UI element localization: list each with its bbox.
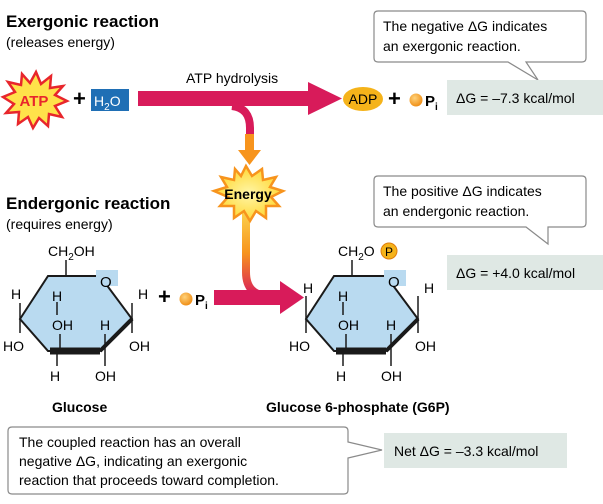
phosphorylation-arrow [214, 281, 304, 314]
energy-down-arrow-icon [238, 134, 261, 165]
svg-text:H: H [303, 280, 313, 296]
atp-hydrolysis-arrow [138, 82, 342, 138]
phosphate-circle-icon [179, 292, 193, 306]
h2o-h: H [94, 93, 104, 109]
coupled-line2: negative ΔG, indicating an exergonic [19, 453, 247, 469]
phosphate-circle-icon [409, 93, 423, 107]
plus-sign: + [158, 284, 171, 309]
svg-text:OH: OH [52, 317, 73, 333]
svg-text:H: H [424, 280, 434, 296]
net-delta-g-box: Net ΔG = –3.3 kcal/mol [384, 433, 567, 468]
atp-label: ATP [20, 93, 49, 110]
svg-text:CH2O: CH2O [338, 243, 375, 263]
atp-burst-icon: ATP [0, 69, 71, 131]
svg-text:H: H [386, 317, 396, 333]
exergonic-delta-g: ΔG = –7.3 kcal/mol [456, 90, 575, 106]
svg-text:P: P [385, 245, 393, 259]
svg-text:O: O [100, 274, 112, 291]
atp-hydrolysis-label: ATP hydrolysis [186, 70, 278, 86]
svg-text:H: H [100, 317, 110, 333]
svg-text:H: H [338, 288, 348, 304]
coupled-callout: The coupled reaction has an overall nega… [7, 426, 383, 495]
glucose-molecule: CH2OH O H HO H OH H H OH H OH [3, 243, 150, 384]
h2o-box: H2O [91, 89, 129, 113]
endergonic-title: Endergonic reaction [6, 194, 170, 213]
svg-text:H: H [52, 288, 62, 304]
svg-text:HO: HO [3, 338, 24, 354]
exergonic-callout-line2: an exergonic reaction. [383, 38, 521, 54]
plus-sign: + [73, 86, 86, 111]
exergonic-delta-g-box: ΔG = –7.3 kcal/mol [447, 80, 603, 115]
pi-label: P [425, 93, 435, 110]
pi-subscript: i [435, 102, 438, 113]
svg-text:O: O [388, 274, 400, 291]
adp-label: ADP [349, 91, 378, 107]
svg-text:H: H [138, 286, 148, 302]
glucose-name: Glucose [52, 399, 107, 415]
svg-text:H: H [11, 286, 21, 302]
svg-text:H2O: H2O [94, 93, 121, 113]
h2o-subscript: 2 [104, 102, 110, 113]
coupled-line3: reaction that proceeds toward completion… [19, 472, 279, 488]
energy-burst-icon: Energy [210, 163, 287, 224]
endergonic-delta-g: ΔG = +4.0 kcal/mol [456, 265, 575, 281]
svg-text:Pi: Pi [195, 292, 208, 312]
endergonic-subtitle: (requires energy) [6, 216, 113, 232]
svg-text:H: H [50, 368, 60, 384]
svg-text:CH2OH: CH2OH [48, 243, 95, 263]
svg-text:OH: OH [415, 338, 436, 354]
plus-sign: + [388, 86, 401, 111]
endergonic-delta-g-box: ΔG = +4.0 kcal/mol [447, 255, 603, 290]
svg-text:OH: OH [95, 368, 116, 384]
svg-text:HO: HO [289, 338, 310, 354]
exergonic-callout-line1: The negative ΔG indicates [383, 18, 547, 34]
endergonic-callout-line2: an endergonic reaction. [383, 203, 529, 219]
endergonic-callout: The positive ΔG indicates an endergonic … [373, 175, 587, 246]
exergonic-subtitle: (releases energy) [6, 34, 115, 50]
energy-label: Energy [224, 186, 272, 202]
svg-text:OH: OH [338, 317, 359, 333]
svg-text:OH: OH [129, 338, 150, 354]
adp-ellipse: ADP [343, 87, 383, 111]
svg-text:Pi: Pi [425, 93, 438, 113]
coupled-line1: The coupled reaction has an overall [19, 434, 241, 450]
svg-text:H: H [336, 368, 346, 384]
net-delta-g: Net ΔG = –3.3 kcal/mol [394, 443, 538, 459]
g6p-name: Glucose 6-phosphate (G6P) [266, 399, 450, 415]
svg-text:OH: OH [381, 368, 402, 384]
pi-label: P [195, 292, 205, 309]
endergonic-callout-line1: The positive ΔG indicates [383, 183, 542, 199]
pi-subscript: i [205, 301, 208, 312]
exergonic-title: Exergonic reaction [6, 12, 159, 31]
phosphate-p-icon [380, 242, 398, 260]
exergonic-callout: The negative ΔG indicates an exergonic r… [373, 10, 587, 81]
h2o-o: O [110, 93, 121, 109]
g6p-molecule: CH2O P O H HO H OH H H OH H OH [289, 242, 436, 384]
